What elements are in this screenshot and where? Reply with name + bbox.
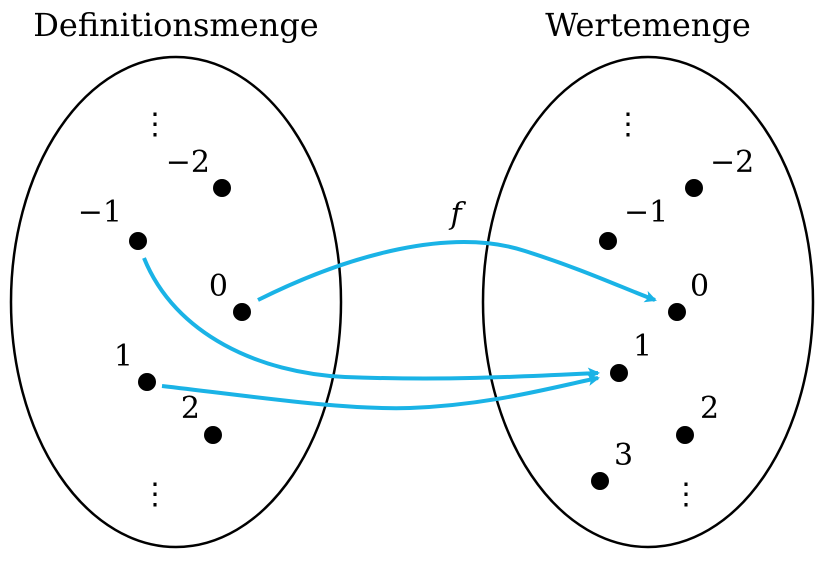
domain-ellipsis-top: ⋮ xyxy=(140,107,170,142)
codomain-element-label-0: 0 xyxy=(690,269,709,304)
mapping-arrow-neg1-to-1 xyxy=(142,257,600,381)
domain-set-title: Definitionsmenge xyxy=(33,6,318,44)
function-label: f xyxy=(448,197,466,232)
codomain-element-label-1: 1 xyxy=(633,329,652,364)
codomain-element-label-2: 2 xyxy=(700,391,719,426)
codomain-element-point-0 xyxy=(668,303,686,321)
codomain-element-label-neg1: −1 xyxy=(624,195,668,230)
domain-ellipsis-bottom: ⋮ xyxy=(140,477,170,512)
codomain-element-point-3 xyxy=(591,472,609,490)
mapping-arrow-0-to-0 xyxy=(257,240,657,303)
domain-element-label-1: 1 xyxy=(114,339,133,374)
domain-element-label-0: 0 xyxy=(209,269,228,304)
codomain-element-point-2 xyxy=(676,426,694,444)
domain-element-label-2: 2 xyxy=(181,391,200,426)
domain-set-ellipse xyxy=(9,55,343,549)
domain-element-label-neg1: −1 xyxy=(78,195,122,230)
codomain-element-point-neg2 xyxy=(685,179,703,197)
codomain-ellipsis-top: ⋮ xyxy=(613,107,643,142)
domain-element-point-0 xyxy=(233,303,251,321)
codomain-set-ellipse xyxy=(481,55,815,549)
domain-element-label-neg2: −2 xyxy=(166,145,210,180)
mapping-arrow-1-to-1 xyxy=(161,374,600,411)
domain-element-point-2 xyxy=(204,426,222,444)
domain-element-point-neg1 xyxy=(129,232,147,250)
codomain-element-point-1 xyxy=(610,364,628,382)
codomain-set-title: Wertemenge xyxy=(545,6,751,44)
codomain-element-label-3: 3 xyxy=(614,438,633,473)
domain-element-point-1 xyxy=(138,373,156,391)
codomain-ellipsis-bottom: ⋮ xyxy=(671,477,701,512)
codomain-element-label-neg2: −2 xyxy=(710,145,754,180)
codomain-element-point-neg1 xyxy=(599,232,617,250)
domain-element-point-neg2 xyxy=(213,179,231,197)
